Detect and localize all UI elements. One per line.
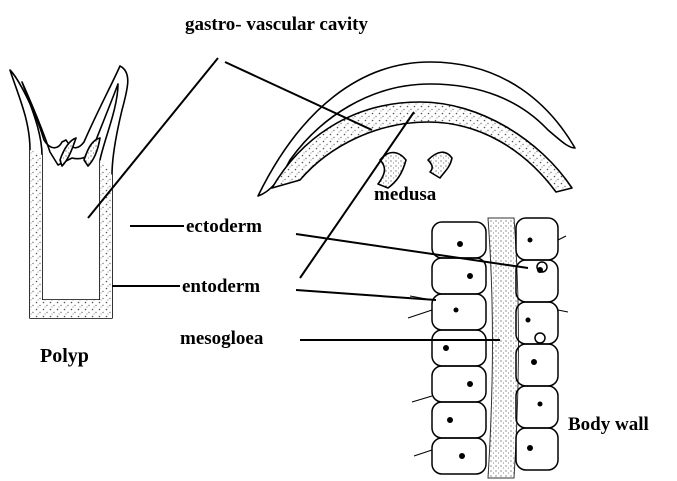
label-mesogloea: mesogloea [180, 328, 264, 349]
label-ectoderm: ectoderm [186, 216, 262, 237]
polyp-tentacle-right [84, 138, 100, 166]
label-medusa: medusa [374, 184, 437, 205]
medusa-bell-outer [258, 62, 575, 196]
label-entoderm: entoderm [182, 276, 260, 297]
leader-lines [88, 58, 528, 340]
cnidocyte [535, 333, 545, 343]
label-polyp: Polyp [40, 345, 89, 367]
label-body-wall: Body wall [568, 414, 649, 435]
leader-entoderm-bodywall [296, 290, 436, 300]
leader-cavity-medusa [225, 62, 372, 130]
body-wall-mesogloea [488, 218, 519, 478]
body-wall-endoderm-cells [516, 218, 558, 470]
leader-cavity-polyp [88, 58, 218, 218]
medusa-manubrium-right [428, 152, 452, 178]
medusa-diagram [258, 62, 575, 196]
body-wall-diagram [408, 218, 568, 478]
label-gastrovascular-cavity: gastro- vascular cavity [185, 14, 368, 35]
medusa-mesogloea [272, 102, 572, 192]
